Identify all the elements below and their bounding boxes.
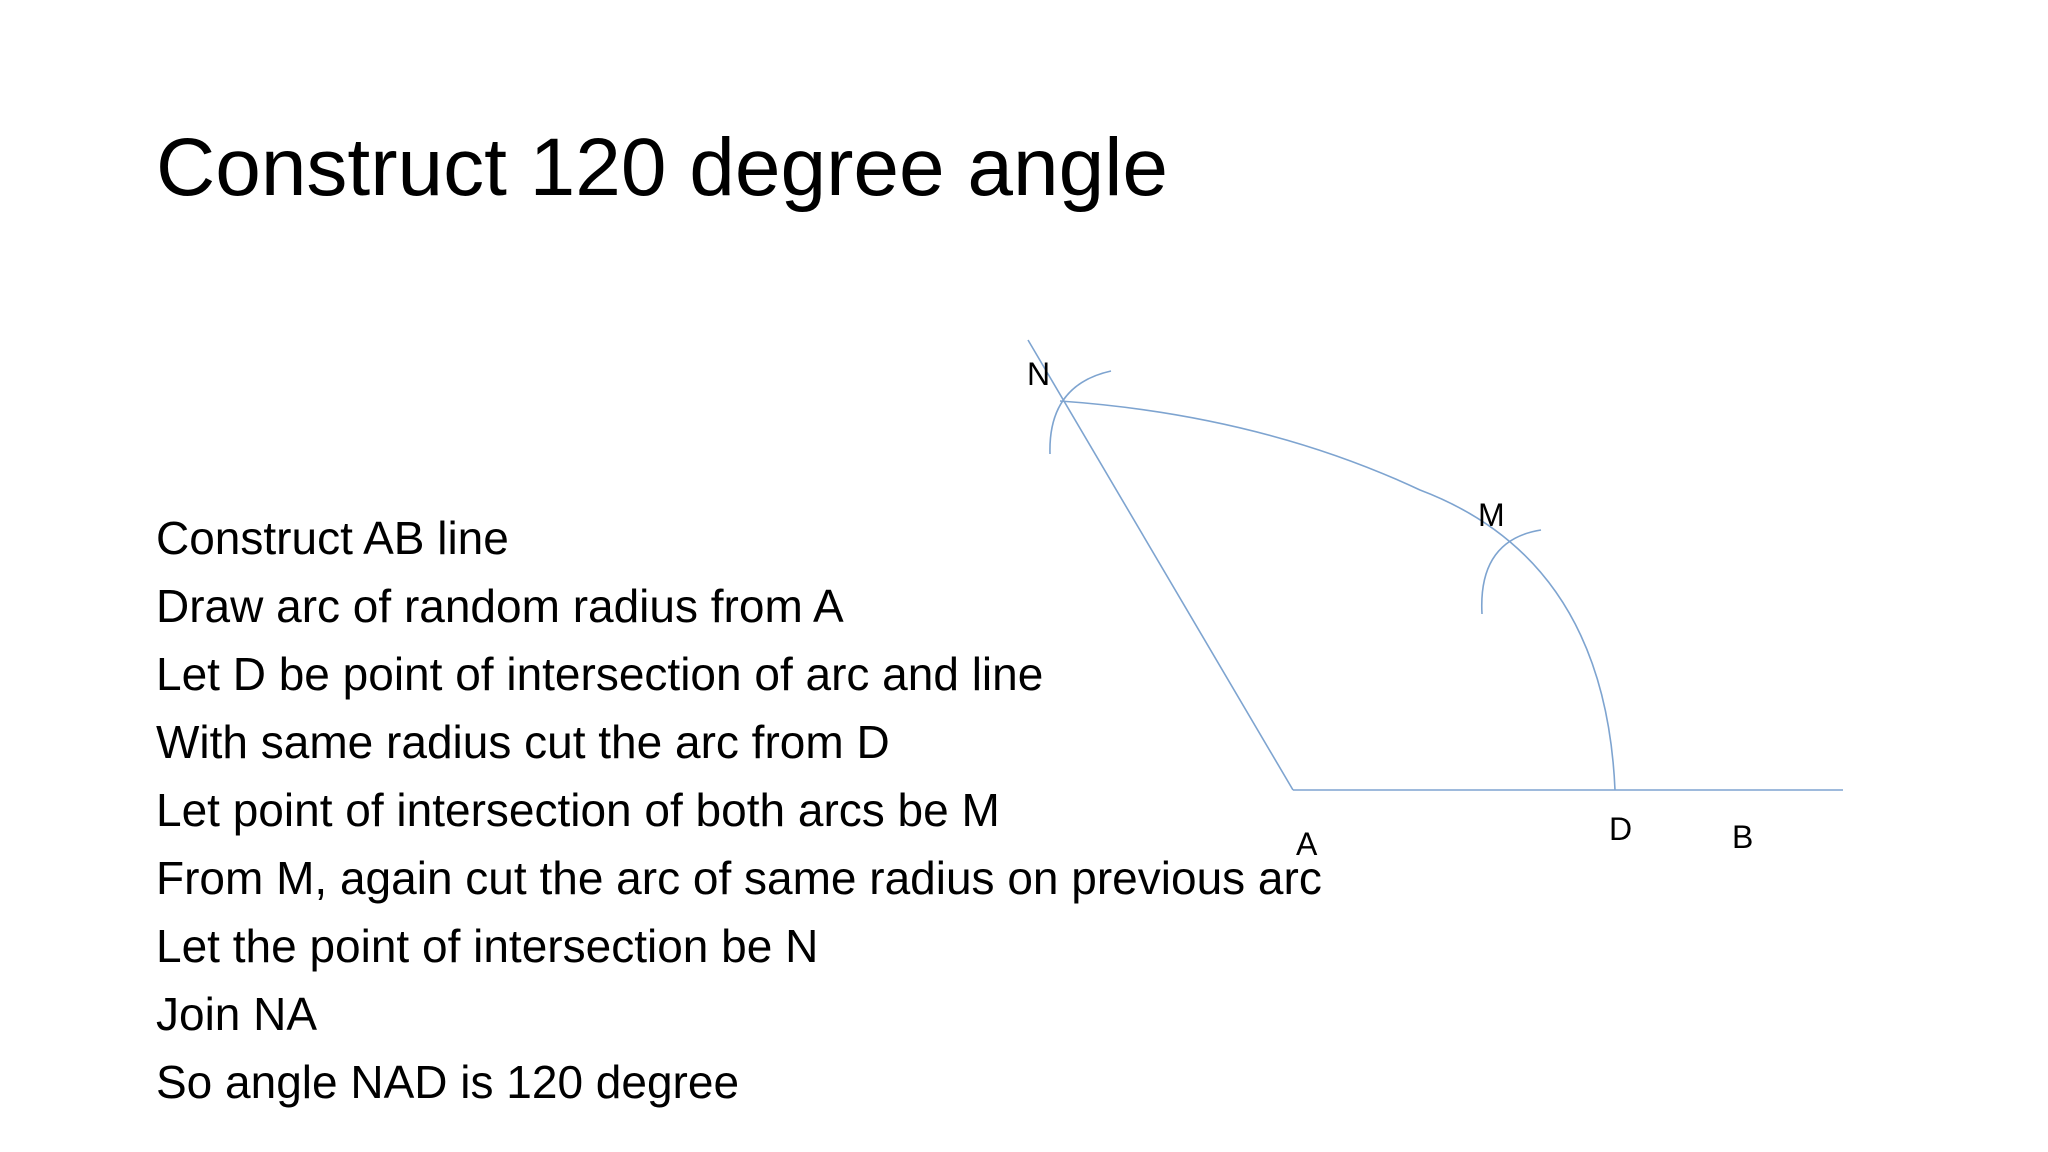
line-na	[1027, 339, 1294, 791]
slide-title: Construct 120 degree angle	[156, 122, 1169, 213]
label-d: D	[1609, 811, 1632, 847]
main-arc	[1059, 400, 1616, 791]
construction-steps: Construct AB line Draw arc of random rad…	[156, 504, 1322, 1116]
label-b: B	[1732, 819, 1753, 855]
step-6: From M, again cut the arc of same radius…	[156, 852, 1322, 904]
step-8: Join NA	[156, 988, 318, 1040]
step-5: Let point of intersection of both arcs b…	[156, 784, 1000, 836]
step-9: So angle NAD is 120 degree	[156, 1056, 740, 1108]
label-m: M	[1478, 497, 1505, 533]
step-3: Let D be point of intersection of arc an…	[156, 648, 1044, 700]
step-7: Let the point of intersection be N	[156, 920, 819, 972]
step-4: With same radius cut the arc from D	[156, 716, 890, 768]
label-a: A	[1296, 826, 1318, 862]
arc-cut-m	[1480, 529, 1542, 615]
step-1: Construct AB line	[156, 512, 509, 564]
arc-cut-n	[1049, 370, 1112, 455]
step-2: Draw arc of random radius from A	[156, 580, 844, 632]
label-n: N	[1027, 356, 1050, 392]
